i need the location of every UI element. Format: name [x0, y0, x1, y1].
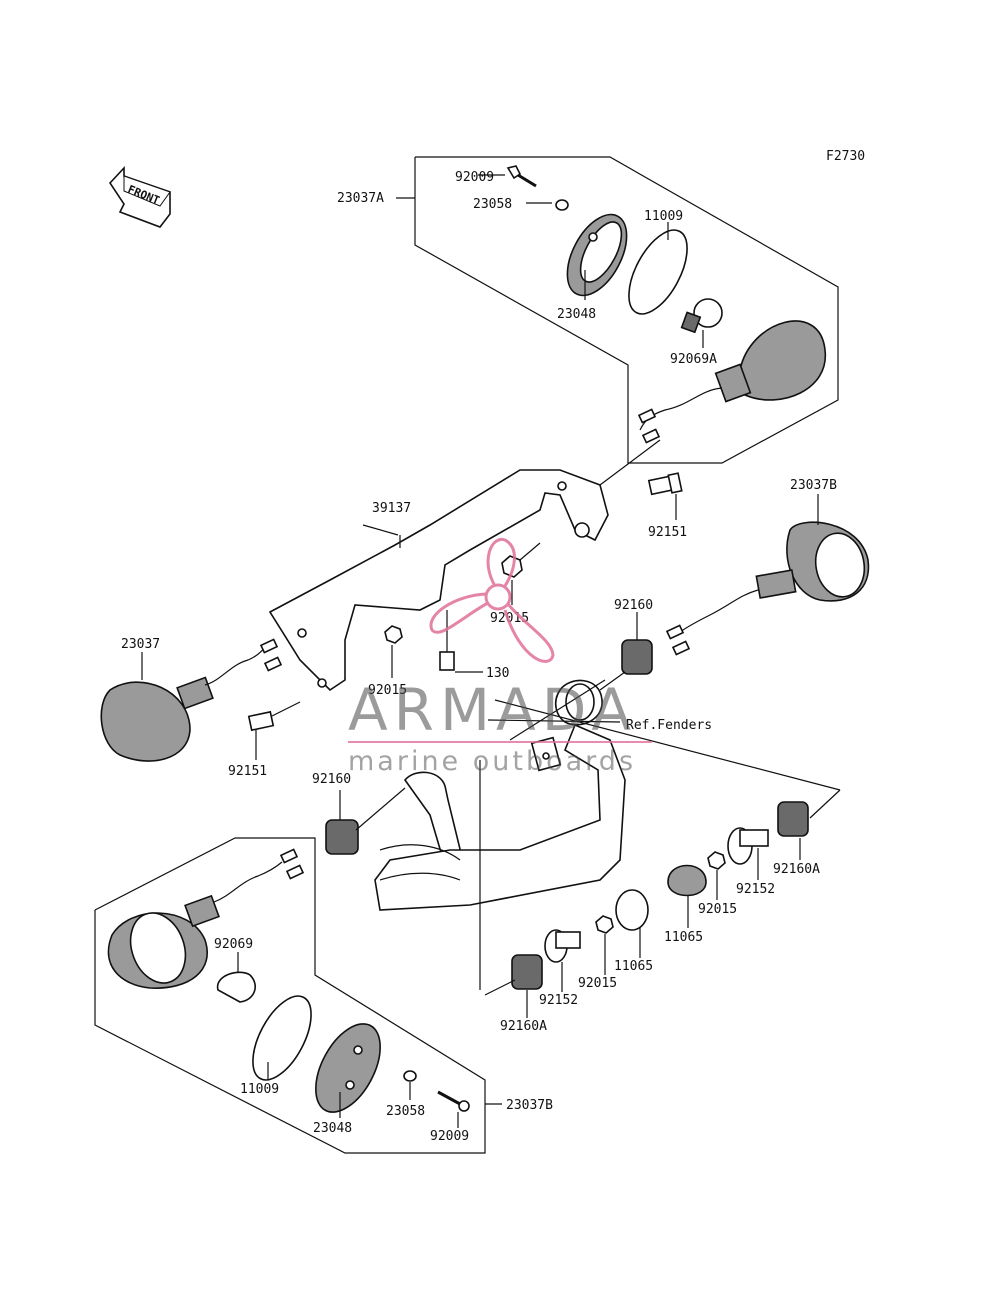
label-92160a-c: 92160A: [500, 1019, 547, 1034]
propeller-logo-icon: [429, 537, 555, 663]
label-23048-c: 23048: [313, 1121, 352, 1136]
nut-92015-l: [384, 625, 403, 678]
label-92069a: 92069A: [670, 352, 717, 367]
label-92160-l: 92160: [312, 772, 351, 787]
front-arrow-icon: FRONT: [108, 165, 171, 228]
bolt-130: [439, 610, 483, 673]
label-23037: 23037: [121, 637, 160, 652]
label-92152-r: 92152: [736, 882, 775, 897]
figure-id: F2730: [826, 149, 865, 164]
label-92009-a: 92009: [455, 170, 494, 185]
grommet-92160-l: [325, 787, 406, 855]
label-92160-r: 92160: [614, 598, 653, 613]
label-92152-c: 92152: [539, 993, 578, 1008]
collar-92152-c: [544, 929, 581, 992]
label-23048-a: 23048: [557, 307, 596, 322]
turn-signal-23037b-r: [665, 494, 870, 656]
bracket-39137: [268, 469, 609, 692]
label-92151-l: 92151: [228, 764, 267, 779]
label-92151-r: 92151: [648, 525, 687, 540]
label-11065-c: 11065: [614, 959, 653, 974]
label-92015-c2: 92015: [578, 976, 617, 991]
label-39137: 39137: [372, 501, 411, 516]
gasket-11009-c: [252, 995, 312, 1081]
lens-cover-23048-c: [315, 1023, 381, 1118]
label-92015-l: 92015: [368, 683, 407, 698]
collar-92152-r: [727, 827, 769, 880]
label-23058-a: 23058: [473, 197, 512, 212]
label-130: 130: [486, 666, 509, 681]
turn-signal-23037-l: [100, 638, 283, 762]
gasket-11009-a: [628, 222, 688, 315]
label-23058-c: 23058: [386, 1104, 425, 1119]
label-92015-r2: 92015: [698, 902, 737, 917]
label-23037b-r: 23037B: [790, 478, 837, 493]
grommet-92160a-r: [777, 789, 841, 860]
lens-cover-23048-a: [566, 213, 628, 300]
bolt-92009-a: [478, 165, 537, 188]
grommet-92160a-c: [484, 954, 543, 1018]
watermark: ARMADA marine outboards: [348, 537, 652, 777]
fender-stay: [374, 679, 626, 911]
label-11065-r: 11065: [664, 930, 703, 945]
nut-23058-a: [526, 199, 569, 211]
label-11009-c: 11009: [240, 1082, 279, 1097]
label-92160a-r: 92160A: [773, 862, 820, 877]
bulb-92069a-a: [680, 298, 723, 348]
label-11009-a: 11009: [644, 209, 683, 224]
bolt-92009-c: [437, 1090, 470, 1128]
bolt-92151-l: [247, 701, 301, 760]
grommet-92160-r: [599, 612, 653, 691]
cap-11065-c: [615, 889, 649, 958]
label-92009-c: 92009: [430, 1129, 469, 1144]
bulb-92069-c: [217, 952, 256, 1003]
nut-92015-c2: [595, 915, 614, 975]
label-92069: 92069: [214, 937, 253, 952]
reference-label: Ref.Fenders: [626, 718, 712, 733]
watermark-brand: ARMADA: [348, 676, 637, 744]
nut-92015-c: [501, 542, 541, 605]
turn-signal-housing-c: [107, 848, 305, 989]
watermark-tagline: marine outboards: [348, 746, 636, 777]
turn-signal-housing-a: [637, 320, 826, 444]
assembly-23037a-frame: [414, 156, 839, 464]
nut-23058-c: [403, 1070, 417, 1100]
label-23037b-c: 23037B: [506, 1098, 553, 1113]
nut-92015-r2: [707, 851, 726, 900]
bolt-92151-r: [647, 472, 683, 520]
cap-11065-r: [667, 864, 707, 928]
assembly-23037b-frame: [94, 837, 486, 1154]
label-23037a: 23037A: [337, 191, 384, 206]
